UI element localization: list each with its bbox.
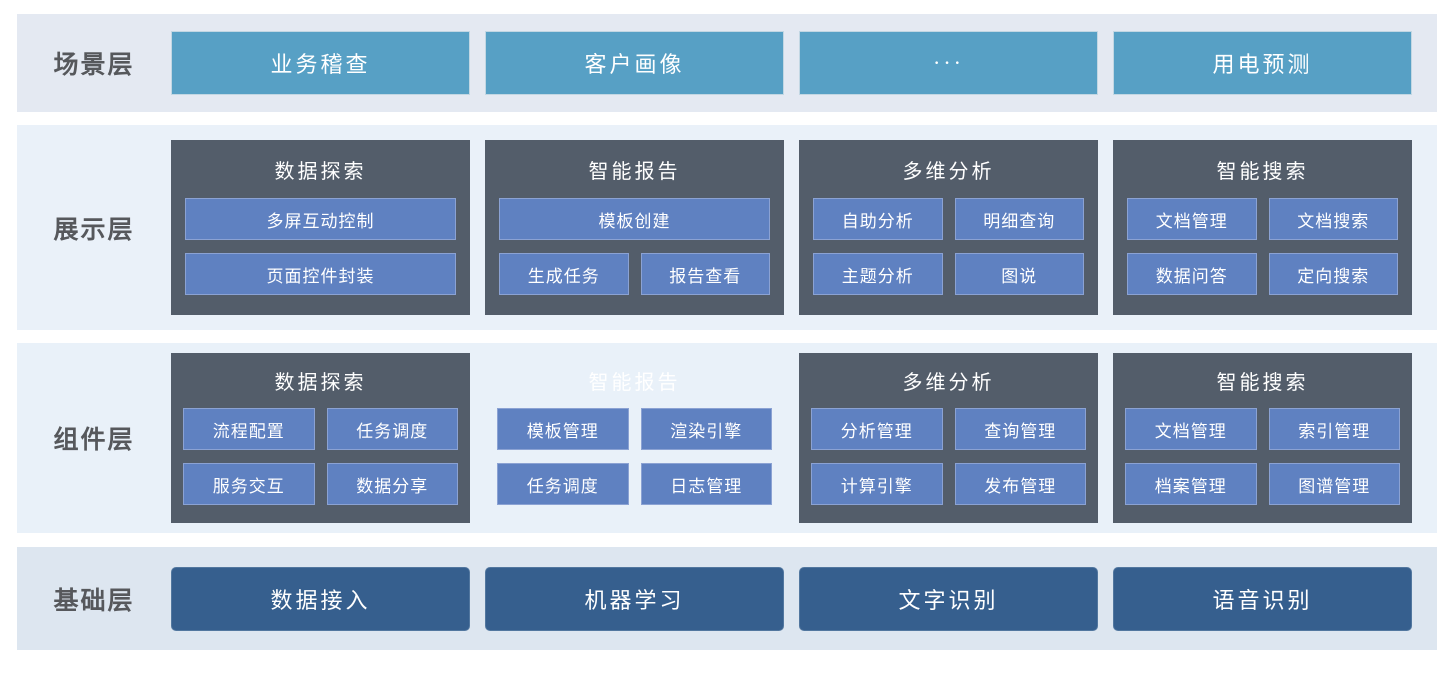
module-item: 定向搜索 (1268, 253, 1398, 295)
layer-band-presentation: 展示层数据探索多屏互动控制页面控件封装智能报告模板创建生成任务报告查看多维分析自… (17, 125, 1437, 330)
group-row: 档案管理图谱管理 (1125, 463, 1400, 505)
module-item: 计算引擎 (811, 463, 943, 505)
scenario-box: 客户画像 (485, 31, 784, 95)
group-row: 任务调度日志管理 (497, 463, 772, 505)
group-card: 多维分析自助分析明细查询主题分析图说 (799, 140, 1098, 315)
group-card: 智能搜索文档管理索引管理档案管理图谱管理 (1113, 353, 1412, 523)
module-item: 文档管理 (1125, 408, 1257, 450)
layer-band-scenario: 场景层 业务稽查客户画像···用电预测 (17, 14, 1437, 112)
layer-band-component: 组件层数据探索流程配置任务调度服务交互数据分享智能报告模板管理渲染引擎任务调度日… (17, 343, 1437, 533)
group-rows: 分析管理查询管理计算引擎发布管理 (811, 403, 1086, 510)
module-item: 页面控件封装 (185, 253, 456, 295)
group-row: 文档管理文档搜索 (1127, 198, 1398, 240)
group-row: 文档管理索引管理 (1125, 408, 1400, 450)
module-item: 发布管理 (954, 463, 1086, 505)
group-rows: 流程配置任务调度服务交互数据分享 (183, 403, 458, 510)
module-item: 日志管理 (640, 463, 772, 505)
foundation-box: 数据接入 (171, 566, 470, 631)
layer-label-presentation: 展示层 (53, 215, 135, 244)
group-card: 智能报告模板管理渲染引擎任务调度日志管理 (485, 353, 784, 523)
group-row: 多屏互动控制 (185, 198, 456, 240)
layer-label-scenario: 场景层 (53, 51, 135, 79)
group-rows: 文档管理文档搜索数据问答定向搜索 (1127, 192, 1398, 301)
layer-label-foundation: 基础层 (53, 586, 135, 615)
module-item: 文档管理 (1127, 198, 1257, 240)
module-item: 报告查看 (640, 253, 770, 295)
module-item: 多屏互动控制 (185, 198, 456, 240)
module-item: 自助分析 (813, 198, 943, 240)
group-title: 智能报告 (588, 161, 681, 183)
module-item: 查询管理 (954, 408, 1086, 450)
module-item: 档案管理 (1125, 463, 1257, 505)
foundation-box: 文字识别 (799, 566, 1098, 631)
group-row: 主题分析图说 (813, 253, 1084, 295)
module-item: 分析管理 (811, 408, 943, 450)
group-rows: 模板创建生成任务报告查看 (499, 192, 770, 301)
group-row: 分析管理查询管理 (811, 408, 1086, 450)
group-card: 数据探索流程配置任务调度服务交互数据分享 (171, 353, 470, 523)
module-item: 流程配置 (183, 408, 315, 450)
group-title: 多维分析 (902, 372, 995, 394)
group-title: 智能搜索 (1216, 372, 1309, 394)
module-item: 图说 (954, 253, 1084, 295)
group-row: 生成任务报告查看 (499, 253, 770, 295)
group-title: 数据探索 (274, 372, 367, 394)
module-item: 文档搜索 (1268, 198, 1398, 240)
module-item: 主题分析 (813, 253, 943, 295)
group-card: 智能报告模板创建生成任务报告查看 (485, 140, 784, 315)
group-row: 页面控件封装 (185, 253, 456, 295)
group-rows: 自助分析明细查询主题分析图说 (813, 192, 1084, 301)
group-row: 自助分析明细查询 (813, 198, 1084, 240)
layer-content-scenario: 业务稽查客户画像···用电预测 (171, 14, 1437, 112)
group-row: 数据问答定向搜索 (1127, 253, 1398, 295)
module-item: 图谱管理 (1268, 463, 1400, 505)
architecture-diagram: 场景层业务稽查客户画像···用电预测展示层数据探索多屏互动控制页面控件封装智能报… (0, 14, 1454, 650)
group-row: 模板创建 (499, 198, 770, 240)
scenario-box: ··· (799, 31, 1098, 95)
layer-content-component: 数据探索流程配置任务调度服务交互数据分享智能报告模板管理渲染引擎任务调度日志管理… (171, 343, 1437, 533)
scenario-box: 用电预测 (1113, 31, 1412, 95)
module-item: 任务调度 (326, 408, 458, 450)
module-item: 数据问答 (1127, 253, 1257, 295)
foundation-box: 语音识别 (1113, 566, 1412, 631)
group-title: 数据探索 (274, 161, 367, 183)
module-item: 数据分享 (326, 463, 458, 505)
module-item: 模板管理 (497, 408, 629, 450)
group-card: 数据探索多屏互动控制页面控件封装 (171, 140, 470, 315)
module-item: 模板创建 (499, 198, 770, 240)
module-item: 明细查询 (954, 198, 1084, 240)
module-item: 任务调度 (497, 463, 629, 505)
module-item: 生成任务 (499, 253, 629, 295)
group-rows: 多屏互动控制页面控件封装 (185, 192, 456, 301)
module-item: 渲染引擎 (640, 408, 772, 450)
foundation-box: 机器学习 (485, 566, 784, 631)
group-row: 流程配置任务调度 (183, 408, 458, 450)
group-card: 多维分析分析管理查询管理计算引擎发布管理 (799, 353, 1098, 523)
layer-label-component: 组件层 (53, 426, 135, 454)
group-title: 多维分析 (902, 161, 995, 183)
group-row: 计算引擎发布管理 (811, 463, 1086, 505)
layer-content-presentation: 数据探索多屏互动控制页面控件封装智能报告模板创建生成任务报告查看多维分析自助分析… (171, 125, 1437, 330)
group-row: 服务交互数据分享 (183, 463, 458, 505)
scenario-box: 业务稽查 (171, 31, 470, 95)
module-item: 索引管理 (1268, 408, 1400, 450)
group-rows: 模板管理渲染引擎任务调度日志管理 (497, 403, 772, 510)
layer-content-foundation: 数据接入机器学习文字识别语音识别 (171, 547, 1437, 650)
layer-band-foundation: 基础层 数据接入机器学习文字识别语音识别 (17, 547, 1437, 650)
group-title: 智能报告 (588, 372, 681, 394)
group-title: 智能搜索 (1216, 161, 1309, 183)
group-row: 模板管理渲染引擎 (497, 408, 772, 450)
group-rows: 文档管理索引管理档案管理图谱管理 (1125, 403, 1400, 510)
module-item: 服务交互 (183, 463, 315, 505)
group-card: 智能搜索文档管理文档搜索数据问答定向搜索 (1113, 140, 1412, 315)
